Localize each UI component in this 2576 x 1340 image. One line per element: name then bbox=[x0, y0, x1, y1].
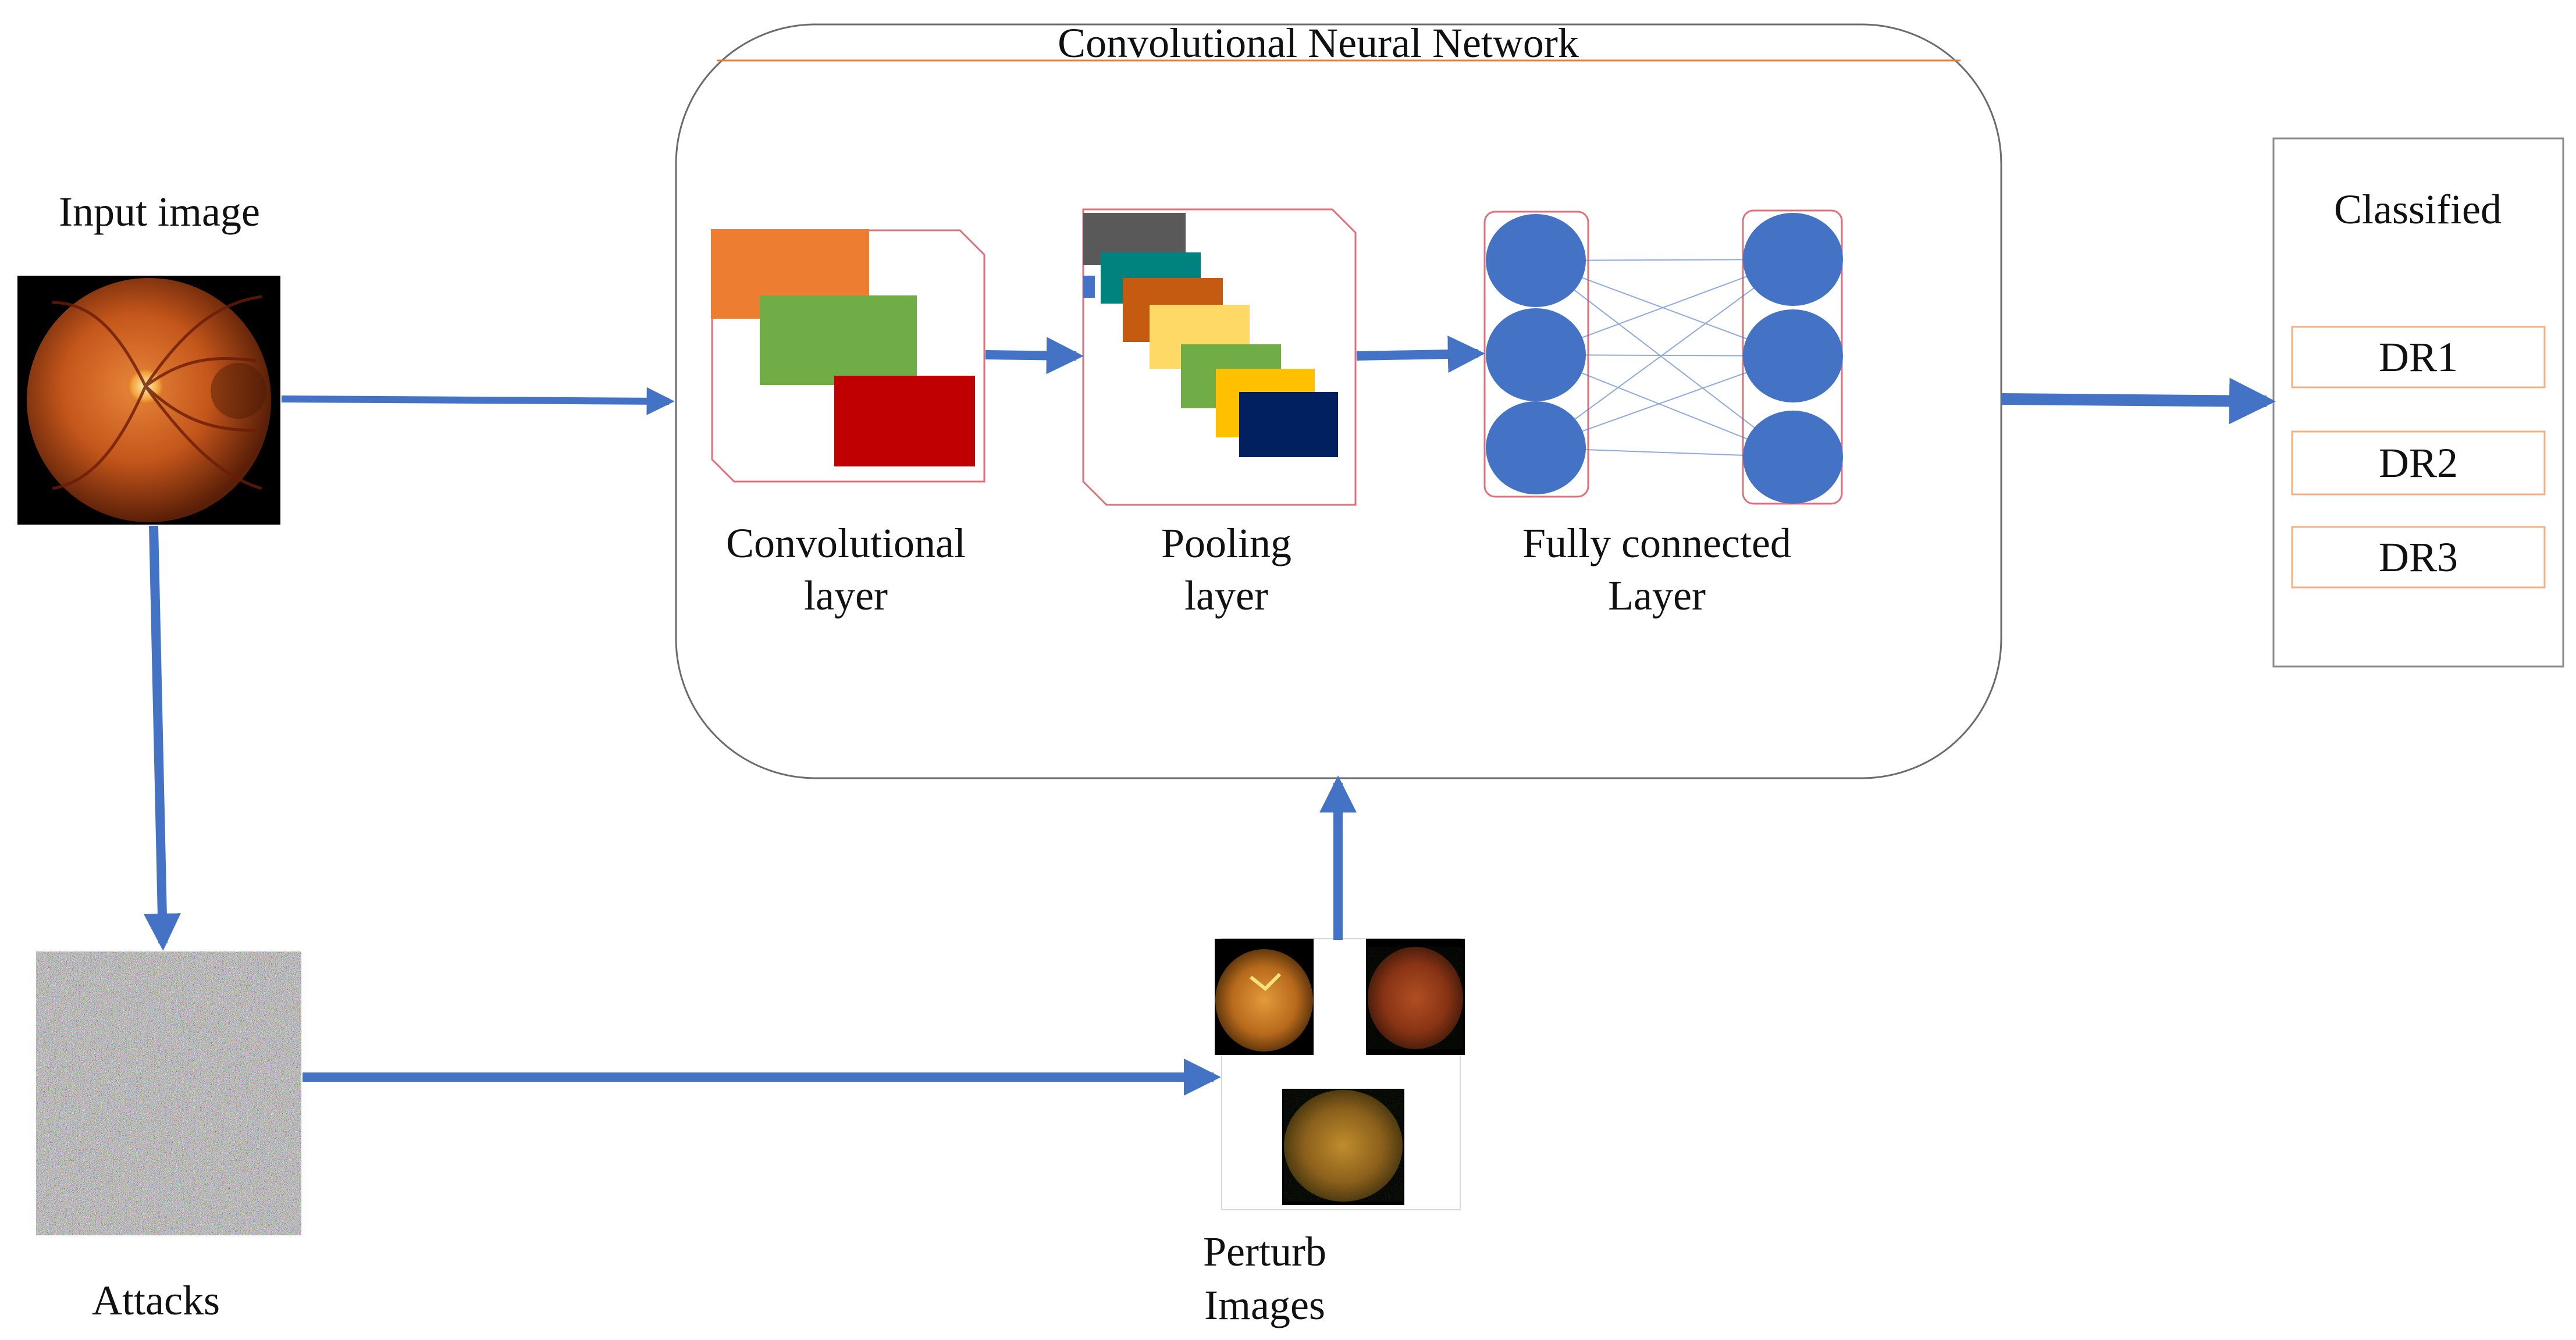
arrow-input-to-attacks bbox=[143, 525, 181, 951]
fc-input-node-2 bbox=[1486, 308, 1586, 401]
fc-output-node-3 bbox=[1743, 411, 1843, 504]
cnn-title: Convolutional Neural Network bbox=[1058, 20, 1579, 66]
arrow-pool-to-fc bbox=[1356, 335, 1485, 373]
input-fundus-image bbox=[17, 276, 280, 525]
attacks-block: Attacks bbox=[36, 951, 301, 1324]
conv-label-line1: Convolutional bbox=[726, 520, 966, 566]
fc-label-line1: Fully connected bbox=[1522, 520, 1791, 566]
fc-input-node-3 bbox=[1486, 401, 1586, 494]
perturbed-fundus-1 bbox=[1215, 939, 1314, 1055]
conv-feature-map-3 bbox=[834, 376, 975, 466]
fc-output-node-1 bbox=[1743, 213, 1843, 306]
pool-feature-map-edge bbox=[1083, 276, 1095, 298]
attack-noise-image bbox=[36, 951, 301, 1235]
perturb-images-block: Perturb Images bbox=[1203, 938, 1465, 1328]
pool-label-line2: layer bbox=[1184, 572, 1268, 619]
class-box-dr1 bbox=[2291, 326, 2546, 389]
pool-label-line1: Pooling bbox=[1161, 520, 1291, 566]
flow-arrows bbox=[143, 377, 2276, 1096]
class-label-dr3: DR3 bbox=[2379, 534, 2458, 580]
perturb-label-line2: Images bbox=[1204, 1282, 1325, 1328]
pool-feature-map-7 bbox=[1239, 392, 1338, 457]
class-label-dr2: DR2 bbox=[2379, 440, 2458, 486]
conv-feature-map-2 bbox=[760, 295, 917, 385]
conv-label-line2: layer bbox=[804, 572, 888, 619]
arrow-cnn-to-classified bbox=[2001, 377, 2276, 425]
perturbed-fundus-2 bbox=[1366, 939, 1465, 1055]
pool-layer-block: Pooling layer bbox=[1082, 208, 1357, 619]
fc-output-node-2 bbox=[1743, 309, 1843, 402]
class-label-dr1: DR1 bbox=[2379, 334, 2458, 380]
perturb-label-line1: Perturb bbox=[1203, 1228, 1326, 1275]
arrow-conv-to-pool bbox=[985, 337, 1084, 375]
classified-title: Classified bbox=[2334, 186, 2502, 233]
cnn-container: Convolutional Neural Network Convolution… bbox=[675, 20, 2002, 779]
input-image-block: Input image bbox=[17, 188, 280, 525]
input-image-label: Input image bbox=[59, 188, 260, 235]
class-box-dr3 bbox=[2291, 526, 2546, 589]
arrow-input-to-cnn bbox=[281, 387, 675, 415]
class-box-dr2 bbox=[2291, 430, 2546, 496]
fc-input-node-1 bbox=[1486, 214, 1586, 307]
classified-block: Classified DR1 DR2 DR3 bbox=[2272, 137, 2564, 668]
perturbed-fundus-3 bbox=[1282, 1089, 1404, 1205]
conv-layer-block: Convolutional layer bbox=[711, 229, 985, 619]
attacks-label: Attacks bbox=[92, 1277, 220, 1324]
fc-layer-block: Fully connected Layer bbox=[1483, 209, 1843, 619]
fc-label-line2: Layer bbox=[1608, 572, 1706, 619]
